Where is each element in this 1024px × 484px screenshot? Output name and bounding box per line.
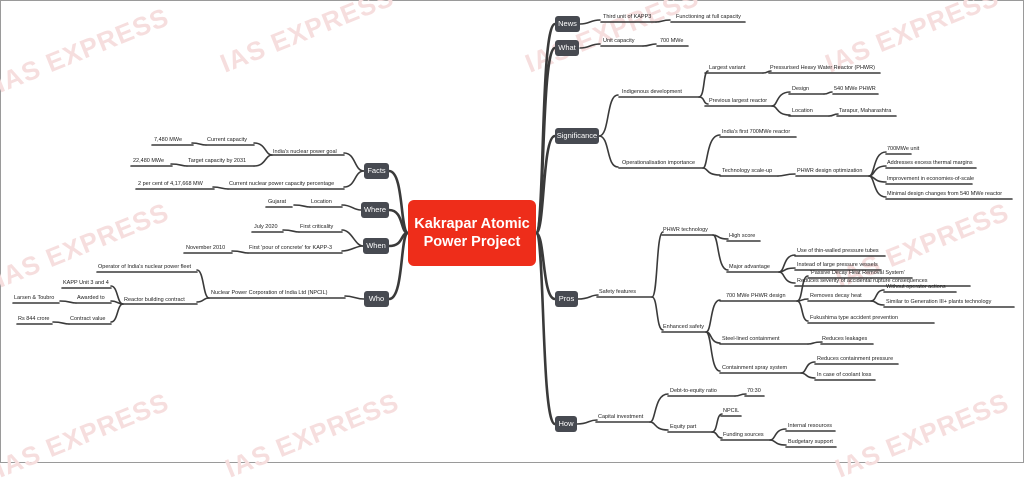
where-location-value[interactable]: Gujarat [268,199,287,205]
who-contract-amount[interactable]: Rs 844 crore [18,316,50,322]
sig-location-value[interactable]: Tarapur, Maharashtra [839,108,892,114]
pros-leakages[interactable]: Reduces leakages [822,336,868,342]
pros-pdhrs[interactable]: 'Passive Decay Heat Removal System' [810,270,905,276]
pros-design700[interactable]: 700 MWe PHWR design [726,293,786,299]
pros-similar-gen[interactable]: Similar to Generation III+ plants techno… [886,299,992,305]
pros-adv-item[interactable]: Reduces severity of accidental rupture c… [797,278,928,284]
sig-opt-item[interactable]: Improvement in economies-of-scale [887,176,975,182]
pros-spray[interactable]: Containment spray system [722,365,788,371]
pros-removes-heat[interactable]: Removes decay heat [810,293,862,299]
news-functioning[interactable]: Functioning at full capacity [676,14,741,20]
who-contract-value[interactable]: Contract value [70,316,106,322]
who-awarded-value[interactable]: Larsen & Toubro [14,295,55,301]
how-funding[interactable]: Funding sources [723,432,764,438]
sig-first-700[interactable]: India's first 700MWe reactor [722,129,791,135]
node-facts[interactable]: Facts [364,163,389,179]
pros-reduces-pressure[interactable]: Reduces containment pressure [817,356,894,362]
where-location[interactable]: Location [311,199,332,205]
how-ratio[interactable]: 70:30 [747,388,761,394]
sig-operationalisation[interactable]: Operationalisation importance [622,160,696,166]
sig-location[interactable]: Location [792,108,813,114]
sig-scaleup[interactable]: Technology scale-up [722,168,773,174]
sig-opt-item[interactable]: Addresses excess thermal margins [887,160,973,166]
facts-current[interactable]: Current capacity [207,137,248,143]
pros-major-adv[interactable]: Major advantage [729,264,770,270]
what-capacity-value[interactable]: 700 MWe [660,38,684,44]
sig-phwr-opt[interactable]: PHWR design optimization [797,168,863,174]
facts-percentage[interactable]: Current nuclear power capacity percentag… [229,181,335,187]
node-when[interactable]: When [363,238,389,254]
news-third-unit[interactable]: Third unit of KAPP3 [603,14,652,20]
facts-percentage-value[interactable]: 2 per cent of 4,17,668 MW [138,181,203,187]
who-awarded[interactable]: Awarded to [77,295,105,301]
how-equity[interactable]: Equity part [670,424,697,430]
pros-adv-item[interactable]: Use of thin-walled pressure tubes [797,248,879,254]
sig-design[interactable]: Design [792,86,810,92]
when-first-crit-value[interactable]: July 2020 [254,224,278,230]
central-topic[interactable]: Kakrapar Atomic Power Project [408,200,536,266]
sig-opt-item[interactable]: 700MWe unit [887,146,920,152]
sig-phwr-full[interactable]: Pressurised Heavy Water Reactor (PHWR) [770,65,875,71]
pros-steel[interactable]: Steel-lined containment [722,336,780,342]
sig-design-value[interactable]: 540 MWe PHWR [834,86,876,92]
what-unit-capacity[interactable]: Unit capacity [603,38,635,44]
who-kapp[interactable]: KAPP Unit 3 and 4 [63,280,109,286]
facts-target-value[interactable]: 22,480 MWe [133,158,165,164]
pros-fukushima[interactable]: Fukushima type accident prevention [810,315,899,321]
when-pour-value[interactable]: November 2010 [186,245,226,251]
facts-target[interactable]: Target capacity by 2031 [188,158,247,164]
node-news[interactable]: News [555,16,580,32]
connector-lines [12,19,1015,448]
how-npcil[interactable]: NPCIL [723,408,740,414]
facts-goal[interactable]: India's nuclear power goal [273,149,337,155]
sig-opt-item[interactable]: Minimal design changes from 540 MWe reac… [887,191,1003,197]
pros-without-op[interactable]: Without operator actions [886,284,946,290]
who-npcil[interactable]: Nuclear Power Corporation of India Ltd (… [211,290,328,296]
node-who[interactable]: Who [364,291,389,307]
pros-coolant-loss[interactable]: In case of coolant loss [817,372,872,378]
how-internal[interactable]: Internal resources [788,423,833,429]
how-debt[interactable]: Debt-to-equity ratio [670,388,717,394]
sig-previous-largest[interactable]: Previous largest reactor [709,98,768,104]
who-contract[interactable]: Reactor building contract [124,297,185,303]
node-significance[interactable]: Significance [555,128,599,144]
node-where[interactable]: Where [361,202,389,218]
pros-phwr-tech[interactable]: PHWR technology [663,227,708,233]
node-how[interactable]: How [555,416,577,432]
when-first-crit[interactable]: First criticality [300,224,334,230]
sig-largest-variant[interactable]: Largest variant [709,65,746,71]
when-pour[interactable]: First 'pour of concrete' for KAPP-3 [249,245,333,251]
pros-enhanced[interactable]: Enhanced safety [663,324,704,330]
facts-current-value[interactable]: 7,480 MWe [154,137,183,143]
node-pros[interactable]: Pros [555,291,578,307]
pros-high-score[interactable]: High score [729,233,756,239]
pros-safety[interactable]: Safety features [599,289,636,295]
node-what[interactable]: What [555,40,579,56]
how-capital[interactable]: Capital investment [598,414,644,420]
sig-indigenous[interactable]: Indigenous development [622,89,682,95]
how-budgetary[interactable]: Budgetary support [788,439,833,445]
pros-adv-item[interactable]: Instead of large pressure vessels [797,262,878,268]
who-operator[interactable]: Operator of India's nuclear power fleet [98,264,192,270]
